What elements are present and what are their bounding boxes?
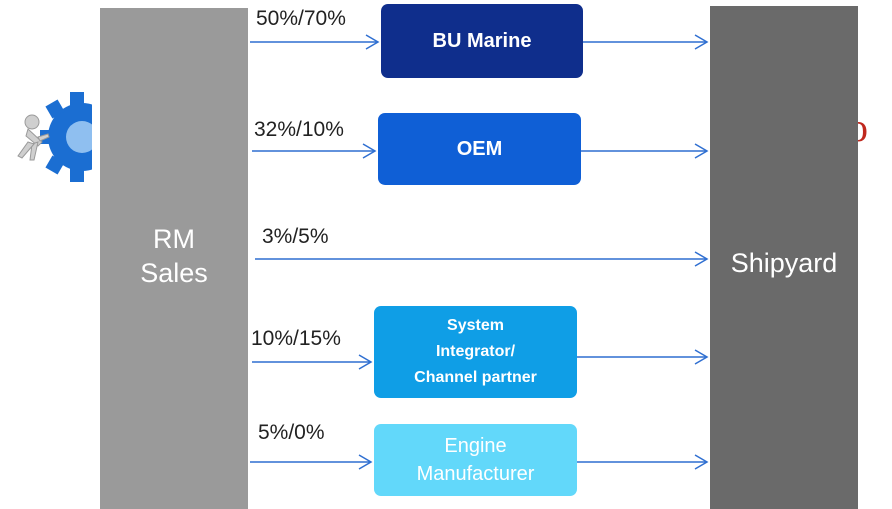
engine-manufacturer-label: Engine Manufacturer (416, 435, 535, 485)
share-label-direct: 3%/5% (262, 225, 329, 248)
engine-manufacturer-node: Engine Manufacturer (374, 424, 577, 496)
share-label-system-integrator: 10%/15% (251, 327, 341, 350)
oem-label: OEM (456, 137, 503, 160)
oem-node: OEM (378, 113, 581, 185)
share-label-engine-manufacturer: 5%/0% (258, 421, 325, 444)
rm-sales-label: RM Sales (140, 224, 208, 288)
bu-marine-node: BU Marine (381, 4, 583, 78)
bu-marine-label: BU Marine (432, 29, 532, 52)
shipyard-label: Shipyard (730, 248, 838, 278)
share-label-bu-marine: 50%/70% (256, 7, 346, 30)
system-integrator-node: System Integrator/ Channel partner (374, 306, 577, 398)
rm-sales-panel (100, 8, 248, 509)
system-integrator-label: System Integrator/ Channel partner (414, 317, 537, 386)
share-label-oem: 32%/10% (254, 118, 344, 141)
gear-figure-icon (17, 92, 92, 182)
shipyard-panel (710, 6, 858, 509)
